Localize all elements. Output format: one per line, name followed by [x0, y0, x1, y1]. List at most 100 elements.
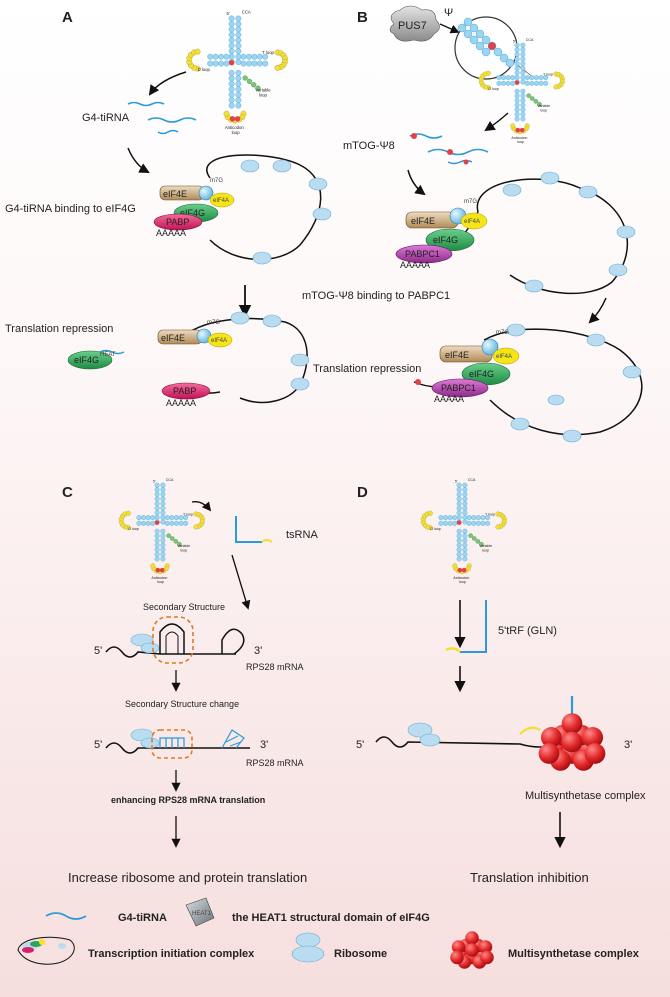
trna-anticodon: Anticodon	[225, 125, 245, 130]
trna-variable: Variable	[479, 544, 492, 548]
m7g-label-a1: m7G	[210, 178, 223, 184]
pus7-protein: PUS7	[389, 5, 440, 42]
legend-ribosome-label: Ribosome	[334, 948, 387, 960]
legend-heat-icon-text: HEAT1	[192, 911, 212, 917]
trna-anticodon-loop: loop	[232, 130, 241, 135]
panel-label-b: B	[357, 9, 368, 26]
zoom-bead	[475, 41, 485, 51]
legend-tic-label: Transcription initiation complex	[88, 948, 255, 960]
zoom-bead	[481, 35, 491, 45]
msc-ball	[584, 743, 606, 764]
msc-ball	[561, 713, 583, 734]
trna-d-loop: D loop	[128, 527, 138, 531]
msc-ball	[582, 727, 604, 748]
trna-anticodon: Anticodon	[511, 136, 527, 140]
panel-label-d: D	[357, 484, 368, 501]
legend-g4-label: G4-tiRNA	[118, 912, 167, 924]
legend-ribosome-icon	[291, 932, 325, 963]
three-prime-c1: 3'	[254, 645, 262, 657]
complex-b1: eIF4E m7G eIF4A eIF4G PABPC1 AAAAA	[395, 171, 636, 295]
msc-ball	[465, 931, 479, 945]
pabpc1-label-b1: PABPC1	[405, 249, 440, 259]
complex-a2: eIF4E m7G eIF4A eIF4G HEAT PABP AAAAA	[67, 311, 310, 408]
zoom-bead	[475, 29, 485, 39]
legend-msc-icon	[450, 931, 494, 969]
msc-ball	[561, 731, 583, 753]
trna-variable: Variable	[537, 104, 550, 108]
three-prime-c2: 3'	[260, 739, 268, 751]
mrna-c2: 5' 3' RPS28 mRNA	[94, 728, 304, 768]
msc-ball	[540, 727, 562, 748]
enhancing-label: enhancing RPS28 mRNA translation	[111, 795, 265, 805]
m7g-label-a2: m7G	[207, 320, 220, 326]
complex-a1: eIF4E m7G eIF4A eIF4G PABP AAAAA	[153, 154, 332, 265]
legend-msc-label: Multisynthetase complex	[508, 948, 640, 960]
eif4e-label-a2: eIF4E	[161, 333, 185, 343]
zoom-bead	[457, 23, 467, 33]
psi-label: Ψ	[444, 7, 453, 19]
legend-heat-icon: HEAT1	[185, 897, 215, 927]
legend-tic-icon	[17, 936, 75, 965]
msc-ball	[478, 940, 493, 954]
zoom-bead	[469, 35, 479, 45]
panel-label-c: C	[62, 484, 73, 501]
trna-d-loop: D loop	[488, 87, 498, 91]
trna-variable-loop: loop	[540, 108, 547, 112]
trna-anticodon-loop: loop	[517, 140, 524, 144]
polya-label-b1: AAAAA	[400, 260, 430, 270]
zoom-circle	[454, 16, 535, 80]
trna-5prime: 5'	[513, 39, 516, 43]
zoom-bead	[463, 29, 473, 39]
legend: G4-tiRNA HEAT1 the HEAT1 structural doma…	[17, 897, 640, 969]
msc-label-d: Multisynthetase complex	[525, 790, 646, 802]
m7g-label-b1: m7G	[464, 199, 477, 205]
g4-tirna-label: G4-tiRNA	[82, 112, 130, 124]
trna-anticodon-loop: loop	[157, 580, 164, 584]
heat-label-a2: HEAT	[100, 352, 116, 358]
pabp-label-a1: PABP	[166, 217, 189, 227]
tsrna-fragment	[235, 516, 273, 543]
trna-5prime: 5'	[153, 479, 156, 483]
eif4g-label-a1: eIF4G	[180, 208, 205, 218]
legend-g4-icon	[45, 912, 87, 920]
eif4a-label-a1: eIF4A	[213, 198, 229, 204]
polya-label-b2: AAAAA	[434, 394, 464, 404]
secondary-change-label: Secondary Structure change	[125, 699, 239, 709]
arrow-a1	[148, 71, 187, 96]
m7g-label-b2: m7G	[496, 330, 509, 336]
three-prime-d: 3'	[624, 739, 632, 751]
msc-ball	[451, 940, 466, 954]
trna-variable-loop: loop	[482, 548, 489, 552]
tsrna-label: tsRNA	[286, 529, 318, 541]
msc-ball	[538, 743, 560, 764]
zoom-bead	[505, 58, 515, 68]
trna-d-loop: D loop	[430, 527, 440, 531]
mtog-label: mTOG-Ψ8	[343, 140, 395, 152]
arrow-a2	[127, 147, 150, 173]
eif4g-label-b1: eIF4G	[433, 235, 458, 245]
eif4e-label-b2: eIF4E	[445, 350, 469, 360]
zoom-bead	[493, 47, 503, 57]
eif4a-label-b1: eIF4A	[464, 219, 480, 225]
repression-label-a: Translation repression	[5, 323, 113, 335]
trna-t-loop: T loop	[543, 72, 553, 76]
mtog-fragments	[409, 133, 489, 165]
trna-cca: CCA	[166, 478, 174, 482]
eif4a-label-b2: eIF4A	[496, 354, 512, 360]
trna-t-loop: T loop	[183, 512, 193, 516]
trna-cca: CCA	[242, 9, 251, 14]
polya-label-a2: AAAAA	[166, 398, 196, 408]
arrow-c2	[231, 554, 251, 610]
pus7-label: PUS7	[398, 20, 427, 32]
zoom-bead	[463, 17, 473, 27]
trna-5prime: 5'	[227, 11, 230, 16]
trna-variable-loop: loop	[180, 548, 187, 552]
rps28-label-c2: RPS28 mRNA	[246, 758, 304, 768]
arrow-b4	[588, 297, 607, 324]
trna-anticodon: Anticodon	[453, 576, 469, 580]
trna-anticodon-loop: loop	[459, 580, 466, 584]
